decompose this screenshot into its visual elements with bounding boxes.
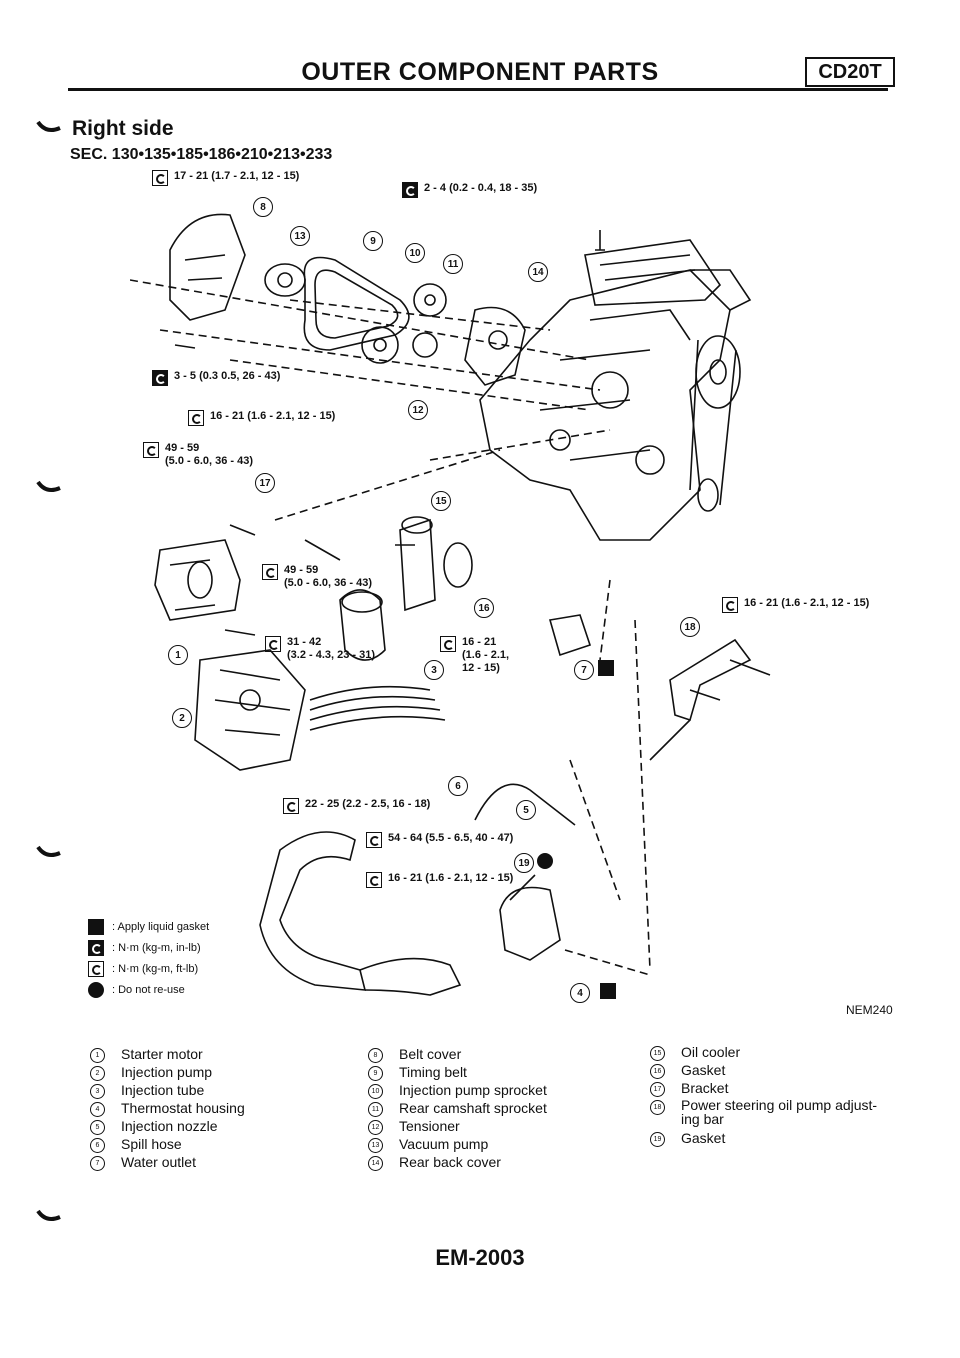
torque-in-lb-icon bbox=[88, 939, 104, 956]
callout-9: 9 bbox=[363, 231, 383, 251]
callout-3: 3 bbox=[424, 660, 444, 680]
torque-spec: 16 - 21 (1.6 - 2.1, 12 - 15) bbox=[440, 636, 509, 675]
engine-badge: CD20T bbox=[805, 57, 895, 87]
liquid-gasket-icon bbox=[88, 918, 104, 935]
torque-ft-lb-icon bbox=[366, 832, 382, 848]
liquid-gasket-icon bbox=[600, 983, 616, 999]
torque-spec: 31 - 42 (3.2 - 4.3, 23 - 31) bbox=[265, 636, 375, 662]
callout-4: 4 bbox=[570, 983, 590, 1003]
margin-check-icon bbox=[36, 120, 61, 132]
legend-row: : N·m (kg-m, in-lb) bbox=[88, 937, 209, 958]
section-sec-numbers: SEC. 130•135•185•186•210•213•233 bbox=[70, 146, 333, 163]
torque-spec: 17 - 21 (1.7 - 2.1, 12 - 15) bbox=[152, 170, 299, 186]
header-rule bbox=[68, 88, 888, 91]
torque-spec: 3 - 5 (0.3 0.5, 26 - 43) bbox=[152, 370, 280, 386]
torque-ft-lb-icon bbox=[283, 798, 299, 814]
torque-ft-lb-icon bbox=[265, 636, 281, 652]
torque-spec: 16 - 21 (1.6 - 2.1, 12 - 15) bbox=[722, 597, 869, 613]
margin-check-icon bbox=[36, 845, 61, 857]
section-title: Right side bbox=[72, 117, 174, 140]
torque-spec: 54 - 64 (5.5 - 6.5, 40 - 47) bbox=[366, 832, 513, 848]
legend-row: : N·m (kg-m, ft-lb) bbox=[88, 958, 209, 979]
torque-spec: 49 - 59 (5.0 - 6.0, 36 - 43) bbox=[262, 564, 372, 590]
torque-ft-lb-icon bbox=[88, 960, 104, 977]
callout-1: 1 bbox=[168, 645, 188, 665]
callout-2: 2 bbox=[172, 708, 192, 728]
torque-spec: 16 - 21 (1.6 - 2.1, 12 - 15) bbox=[366, 872, 513, 888]
symbol-legend: : Apply liquid gasket : N·m (kg-m, in-lb… bbox=[88, 916, 209, 1000]
torque-ft-lb-icon bbox=[440, 636, 456, 652]
figure-code: NEM240 bbox=[846, 1003, 893, 1017]
torque-spec: 49 - 59 (5.0 - 6.0, 36 - 43) bbox=[143, 442, 253, 468]
callout-6: 6 bbox=[448, 776, 468, 796]
torque-ft-lb-icon bbox=[262, 564, 278, 580]
callout-13: 13 bbox=[290, 226, 310, 246]
torque-spec: 2 - 4 (0.2 - 0.4, 18 - 35) bbox=[402, 182, 537, 198]
exploded-view-diagram bbox=[130, 213, 771, 996]
callout-15: 15 bbox=[431, 491, 451, 511]
page-number: EM-2003 bbox=[435, 1245, 525, 1270]
torque-spec: 22 - 25 (2.2 - 2.5, 16 - 18) bbox=[283, 798, 430, 814]
torque-in-lb-icon bbox=[152, 370, 168, 386]
torque-in-lb-icon bbox=[402, 182, 418, 198]
do-not-reuse-icon bbox=[88, 981, 104, 998]
do-not-reuse-icon bbox=[537, 853, 553, 869]
torque-ft-lb-icon bbox=[188, 410, 204, 426]
callout-19: 19 bbox=[514, 853, 534, 873]
liquid-gasket-icon bbox=[598, 660, 614, 676]
torque-ft-lb-icon bbox=[143, 442, 159, 458]
torque-ft-lb-icon bbox=[366, 872, 382, 888]
callout-7: 7 bbox=[574, 660, 594, 680]
callout-11: 11 bbox=[443, 254, 463, 274]
callout-5: 5 bbox=[516, 800, 536, 820]
callout-18: 18 bbox=[680, 617, 700, 637]
callout-10: 10 bbox=[405, 243, 425, 263]
torque-ft-lb-icon bbox=[722, 597, 738, 613]
callout-12: 12 bbox=[408, 400, 428, 420]
callout-14: 14 bbox=[528, 262, 548, 282]
torque-spec: 16 - 21 (1.6 - 2.1, 12 - 15) bbox=[188, 410, 335, 426]
margin-check-icon bbox=[36, 480, 61, 492]
callout-8: 8 bbox=[253, 197, 273, 217]
torque-ft-lb-icon bbox=[152, 170, 168, 186]
callout-17: 17 bbox=[255, 473, 275, 493]
callout-16: 16 bbox=[474, 598, 494, 618]
margin-check-icon bbox=[36, 1209, 61, 1221]
page-title: OUTER COMPONENT PARTS bbox=[301, 58, 659, 86]
legend-row: : Apply liquid gasket bbox=[88, 916, 209, 937]
legend-row: : Do not re-use bbox=[88, 979, 209, 1000]
